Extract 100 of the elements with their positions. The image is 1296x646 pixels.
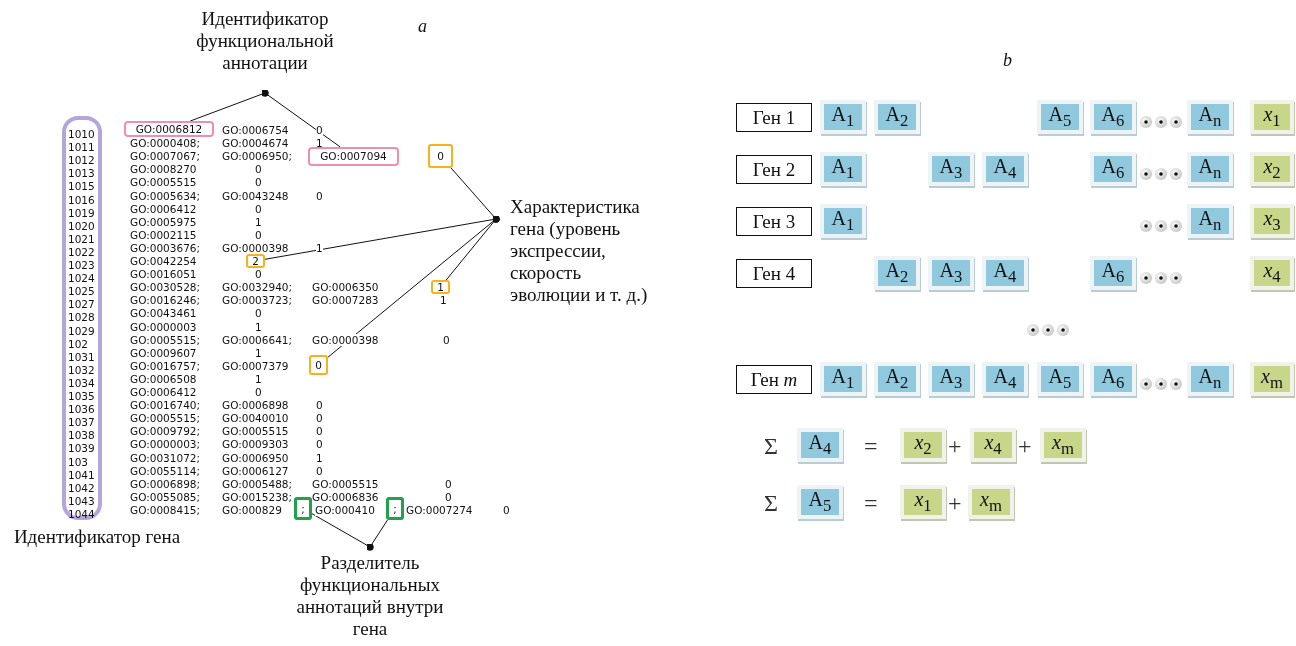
value-tile: x$_{3}$ [1250, 204, 1294, 238]
table-cell: GO:000829 [222, 503, 282, 516]
table-cell: GO:0005488; [222, 477, 293, 490]
highlighted-separator: ; [386, 497, 404, 520]
value-tile: x$_{1}$ [1250, 100, 1294, 134]
gene-id: 1041 [68, 468, 95, 481]
table-cell: GO:0006754 [222, 124, 289, 136]
table-cell: GO:0005515; [130, 333, 201, 346]
table-cell: 0 [443, 333, 450, 346]
gene-id: 1024 [68, 272, 95, 285]
plus-sign: + [948, 433, 962, 459]
table-cell: 0 [316, 399, 323, 412]
gene-id: 1038 [68, 429, 95, 442]
annotation-tile: A$_{6}$ [1090, 256, 1136, 290]
table-cell: GO:0007274 [406, 503, 473, 516]
annotation-tile: A$_{n}$ [1187, 362, 1233, 396]
highlighted-value: 1 [431, 280, 450, 294]
annotation-tile: A$_{1}$ [820, 362, 866, 396]
table-cell: GO:0043248 [222, 189, 289, 202]
table-cell: GO:0006641; [222, 333, 293, 346]
table-cell: GO:0003676; [130, 241, 201, 254]
table-cell: GO:0005515 [312, 477, 379, 490]
gene-label: Ген m [736, 365, 812, 394]
table-cell: GO:0005515; [130, 412, 201, 425]
value-tile: x$_{4}$ [1250, 256, 1294, 290]
table-cell: 0 [316, 464, 323, 477]
table-cell: GO:0009607 [130, 346, 197, 359]
gene-id-column [62, 116, 102, 520]
gene-id: 1044 [68, 507, 95, 520]
sum-sign: Σ [764, 490, 778, 516]
table-cell: GO:0007283 [312, 294, 379, 307]
gene-id: 1042 [68, 481, 95, 494]
table-cell: GO:0006412 [130, 386, 197, 398]
gene-id: 102 [68, 337, 89, 350]
highlighted-value: 2 [246, 254, 265, 268]
table-cell: 0 [316, 412, 323, 425]
gene-id: 103 [68, 455, 89, 468]
table-cell: GO:0000003 [130, 320, 197, 333]
annotation-tile: A$_{3}$ [928, 362, 974, 396]
table-cell: 1 [255, 215, 262, 228]
value-tile: x$_{4}$ [970, 428, 1016, 462]
table-cell: GO:0002115 [130, 228, 197, 241]
table-cell: GO:0006898; [130, 477, 201, 490]
table-cell: GO:0007067; [130, 150, 201, 163]
gene-id: 1010 [68, 128, 95, 140]
gene-id: 1031 [68, 350, 95, 363]
value-tile: x$_{1}$ [900, 485, 946, 519]
gene-id: 1021 [68, 232, 95, 245]
annotation-tile: A$_{1}$ [820, 204, 866, 238]
table-cell: GO:0006950 [222, 451, 289, 464]
table-cell: GO:0006950; [222, 150, 293, 163]
table-cell: GO:0043461 [130, 307, 197, 320]
annotation-tile: A$_{4}$ [797, 428, 843, 462]
table-cell: 0 [316, 438, 323, 451]
annotation-tile: A$_{1}$ [820, 100, 866, 134]
gene-label: Ген 4 [736, 259, 812, 288]
table-cell: GO:000410 [315, 503, 375, 516]
table-cell: GO:0006898 [222, 399, 289, 412]
plus-sign: + [948, 490, 962, 516]
table-cell: 0 [316, 425, 323, 438]
annotation-tile: A$_{5}$ [797, 485, 843, 519]
gene-label: Ген 1 [736, 103, 812, 132]
gene-id: 1027 [68, 298, 95, 311]
annotation-tile: A$_{3}$ [928, 256, 974, 290]
table-cell: 1 [440, 294, 447, 307]
table-cell: GO:0003723; [222, 294, 293, 307]
table-cell: GO:0042254 [130, 255, 197, 267]
annotation-tile: A$_{2}$ [874, 100, 920, 134]
annotation-tile: A$_{5}$ [1037, 100, 1083, 134]
gene-id: 1020 [68, 219, 95, 232]
table-cell: GO:0040010 [222, 412, 289, 425]
table-cell: GO:0008270 [130, 163, 197, 176]
annotation-tile: A$_{n}$ [1187, 100, 1233, 134]
gene-label: Ген 2 [736, 155, 812, 184]
table-cell: GO:0006508 [130, 372, 197, 385]
gene-id: 1016 [68, 193, 95, 206]
sum-sign: Σ [764, 433, 778, 459]
callout-label: Характеристика гена (уровень экспрессии, скорость эволюции и т. д.) [496, 196, 656, 306]
table-cell: 1 [255, 320, 262, 333]
annotation-tile: A$_{2}$ [874, 256, 920, 290]
gene-id: 1011 [68, 141, 95, 154]
gene-id: 1037 [68, 416, 95, 429]
annotation-tile: A$_{1}$ [820, 152, 866, 186]
table-cell: GO:0005515 [222, 425, 289, 438]
callout-label: Идентификатор функциональной аннотации [165, 8, 365, 74]
highlighted-separator: ; [294, 497, 312, 520]
annotation-tile: A$_{4}$ [982, 362, 1028, 396]
table-cell: 0 [316, 189, 323, 202]
gene-id: 1034 [68, 376, 95, 389]
gene-id: 1035 [68, 390, 95, 402]
table-cell: GO:0006412 [130, 202, 197, 215]
table-cell: GO:0016757; [130, 359, 201, 372]
table-cell: GO:0015238; [222, 490, 293, 503]
table-cell: 0 [316, 124, 323, 136]
value-tile: x$_{m}$ [1040, 428, 1086, 462]
annotation-tile: A$_{5}$ [1037, 362, 1083, 396]
panel-letter: a [418, 16, 427, 37]
equals-sign: = [864, 490, 878, 516]
value-tile: x$_{2}$ [900, 428, 946, 462]
table-cell: 0 [255, 307, 262, 320]
